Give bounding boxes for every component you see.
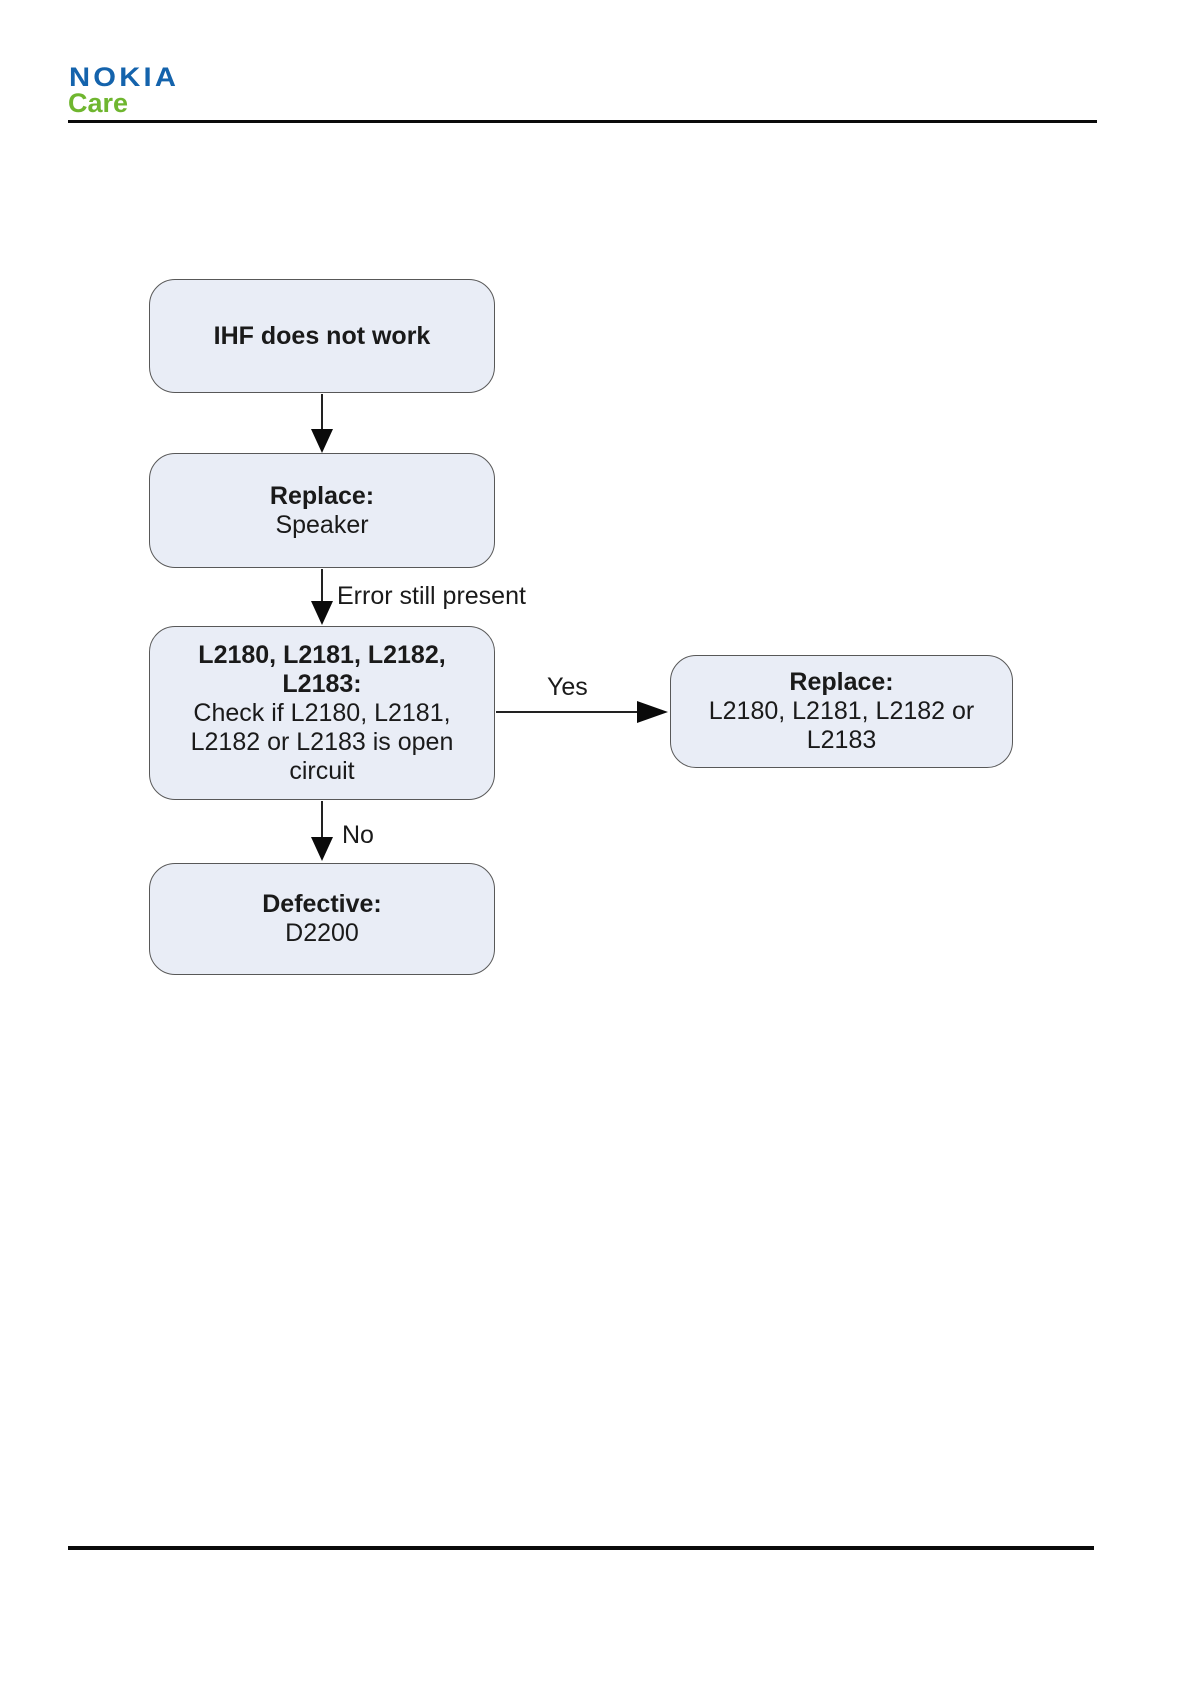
edge-label-error-still-present: Error still present [337, 582, 526, 610]
node-body: Speaker [275, 510, 369, 539]
flow-node-ihf-does-not-work: IHF does not work [149, 279, 495, 393]
edge-label-yes: Yes [547, 673, 588, 701]
nokia-logo: NOKIA [69, 62, 180, 92]
arrow-down-icon [311, 569, 333, 625]
arrow-right-icon [496, 701, 668, 723]
header-rule [68, 120, 1097, 123]
arrow-down-icon [311, 801, 333, 861]
flow-node-replace-l2180-l2183: Replace: L2180, L2181, L2182 or L2183 [670, 655, 1013, 768]
node-title: Replace: [269, 481, 375, 510]
footer-rule [68, 1546, 1094, 1550]
node-body: L2180, L2181, L2182 or L2183 [708, 697, 975, 754]
flow-node-defective-d2200: Defective: D2200 [149, 863, 495, 975]
node-title: Defective: [262, 890, 382, 918]
flow-node-replace-speaker: Replace: Speaker [149, 453, 495, 568]
flow-node-check-l2180-l2183: L2180, L2181, L2182, L2183: Check if L21… [149, 626, 495, 800]
care-logo: Care [68, 88, 129, 118]
node-body: Check if L2180, L2181, L2182 or L2183 is… [190, 698, 454, 785]
edge-label-no: No [342, 821, 374, 849]
node-title: IHF does not work [213, 321, 431, 350]
node-title: L2180, L2181, L2182, L2183: [198, 640, 446, 698]
node-body: D2200 [285, 919, 359, 947]
node-title: Replace: [789, 668, 894, 696]
arrow-down-icon [311, 394, 333, 453]
